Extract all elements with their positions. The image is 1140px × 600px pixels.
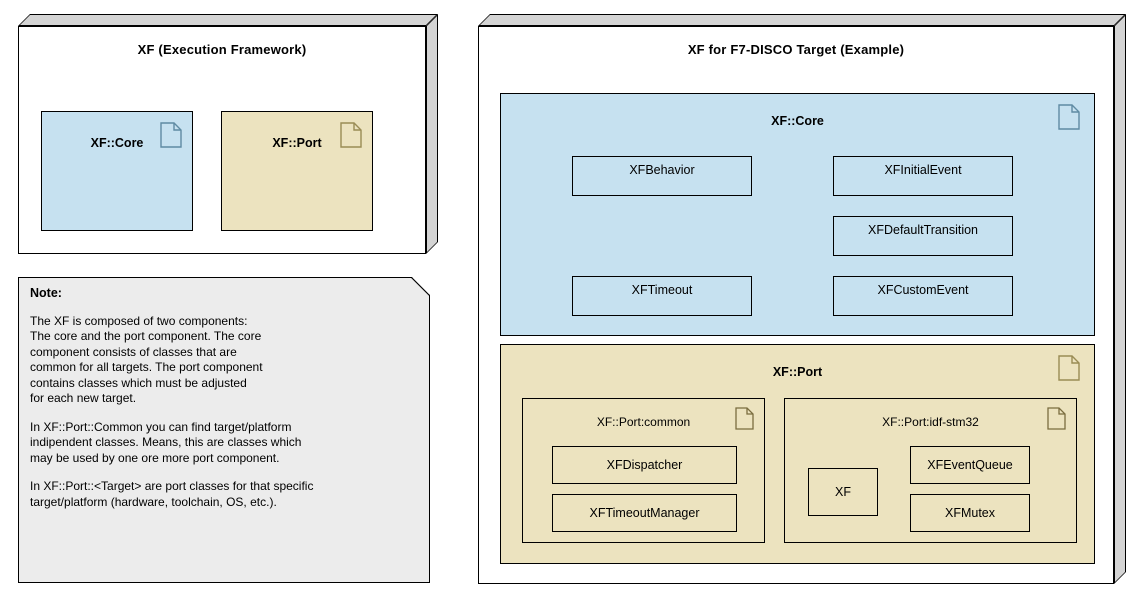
- component-xf-core[interactable]: XF::Core: [41, 111, 193, 231]
- class-box-xfbehavior[interactable]: XFBehavior: [572, 156, 752, 196]
- class-label: XFDispatcher: [606, 458, 683, 472]
- class-box-xftimeout[interactable]: XFTimeout: [572, 276, 752, 316]
- class-box-xfeventqueue[interactable]: XFEventQueue: [910, 446, 1030, 484]
- package-bevel-right: [426, 14, 438, 254]
- note-paragraph: In XF::Port::<Target> are port classes f…: [30, 479, 314, 509]
- note-fold-icon: [411, 277, 430, 296]
- note-body: Note: The XF is composed of two componen…: [30, 287, 408, 510]
- subpackage-label: XF::Port:idf-stm32: [882, 415, 979, 429]
- document-icon: [160, 122, 182, 153]
- class-box-xfinitialevent[interactable]: XFInitialEvent: [833, 156, 1013, 196]
- note-shape: [18, 277, 430, 583]
- class-label: XFBehavior: [629, 163, 695, 177]
- package-label: XF::Core: [771, 114, 824, 128]
- class-label: XFMutex: [944, 506, 995, 520]
- package-bevel-top: [18, 14, 438, 26]
- subpackage-xf-port-common[interactable]: XF::Port:common XFDispatcher XFTimeoutMa…: [522, 398, 765, 543]
- package-title: XF (Execution Framework): [137, 42, 307, 57]
- document-icon: [340, 122, 362, 153]
- subpackage-xf-port-idf-stm32[interactable]: XF::Port:idf-stm32 XF XFEventQueue XFMut…: [784, 398, 1077, 543]
- xf-framework-package: XF (Execution Framework) XF::Core XF::Po…: [18, 14, 438, 254]
- class-box-xf[interactable]: XF: [808, 468, 878, 516]
- package-label: XF::Port: [772, 365, 823, 379]
- class-box-xfmutex[interactable]: XFMutex: [910, 494, 1030, 532]
- class-label: XFCustomEvent: [877, 283, 969, 297]
- component-label: XF::Core: [90, 136, 144, 150]
- package-title: XF for F7-DISCO Target (Example): [687, 42, 905, 57]
- xf-f7disco-package: XF for F7-DISCO Target (Example) XF::Cor…: [478, 14, 1126, 584]
- document-icon: [1058, 104, 1080, 135]
- package-bevel-right: [1114, 14, 1126, 584]
- component-xf-port[interactable]: XF::Port: [221, 111, 373, 231]
- document-icon: [735, 407, 754, 435]
- class-box-xfdispatcher[interactable]: XFDispatcher: [552, 446, 737, 484]
- package-xf-port[interactable]: XF::Port XF::Port:common XFDispatcher: [500, 344, 1095, 564]
- class-box-xftimeoutmanager[interactable]: XFTimeoutManager: [552, 494, 737, 532]
- class-box-xfdefaulttransition[interactable]: XFDefaultTransition: [833, 216, 1013, 256]
- class-label: XFTimeout: [631, 283, 693, 297]
- class-box-xfcustomevent[interactable]: XFCustomEvent: [833, 276, 1013, 316]
- package-face: XF (Execution Framework) XF::Core XF::Po…: [18, 26, 426, 254]
- package-bevel-top: [478, 14, 1126, 26]
- class-label: XFTimeoutManager: [589, 506, 700, 520]
- note-box: Note: The XF is composed of two componen…: [18, 277, 430, 583]
- note-heading: Note:: [30, 286, 62, 300]
- document-icon: [1047, 407, 1066, 435]
- class-label: XFEventQueue: [927, 458, 1013, 472]
- document-icon: [1058, 355, 1080, 386]
- package-face: XF for F7-DISCO Target (Example) XF::Cor…: [478, 26, 1114, 584]
- note-paragraph: The XF is composed of two components: Th…: [30, 313, 263, 406]
- class-label: XFInitialEvent: [884, 163, 962, 177]
- class-label: XF: [835, 485, 851, 499]
- note-paragraph: In XF::Port::Common you can find target/…: [30, 419, 302, 465]
- class-label: XFDefaultTransition: [868, 223, 978, 237]
- subpackage-label: XF::Port:common: [596, 415, 691, 429]
- package-xf-core[interactable]: XF::Core XFBehavior XFInitialEvent XFDef…: [500, 93, 1095, 336]
- component-label: XF::Port: [272, 136, 322, 150]
